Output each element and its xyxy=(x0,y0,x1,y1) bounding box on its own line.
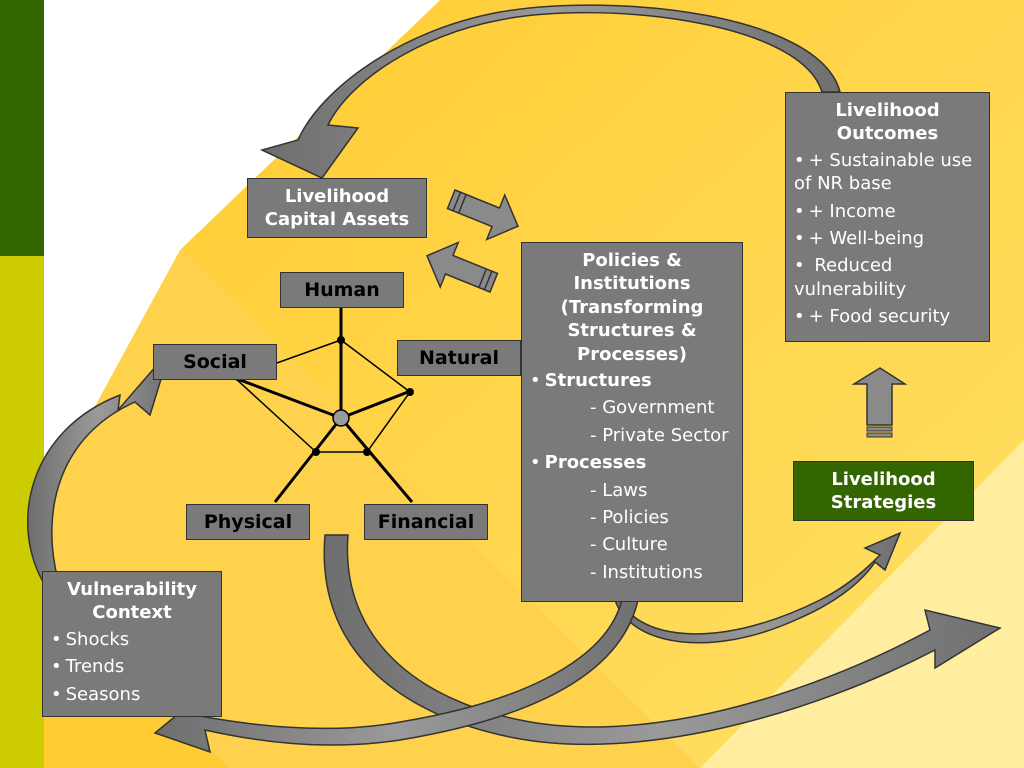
policies-box: Policies & Institutions (Transforming St… xyxy=(521,242,743,602)
financial-label: Financial xyxy=(364,504,488,540)
pentagon-center xyxy=(332,409,350,427)
outcome-item: • Reduced vulnerability xyxy=(794,255,907,300)
process-item: - Culture xyxy=(590,534,668,556)
natural-label: Natural xyxy=(397,340,521,376)
strategies-box: Livelihood Strategies xyxy=(793,461,974,521)
capital-assets-title: Livelihood Capital Assets xyxy=(264,186,410,231)
curved-arrow-top xyxy=(259,4,841,179)
diamond-left xyxy=(44,0,440,250)
vulnerability-list: •Shocks •Trends •Seasons xyxy=(51,628,213,706)
process-item: - Laws xyxy=(590,479,648,501)
vulnerability-title: Vulnerability Context xyxy=(66,579,198,624)
structure-item: - Private Sector xyxy=(590,424,729,446)
curved-arrow-policies xyxy=(613,531,902,644)
process-item: - Institutions xyxy=(590,561,703,583)
outcomes-list: •+ Sustainable use of NR base •+ Income … xyxy=(794,149,981,329)
policies-list: •Structures - Government - Private Secto… xyxy=(530,369,734,584)
diamond-lower-right xyxy=(700,440,1024,768)
structures-heading: •Structures xyxy=(530,369,652,391)
up-arrow-icon xyxy=(851,367,908,438)
left-arrow-icon xyxy=(426,241,499,293)
process-item: - Policies xyxy=(590,506,669,528)
outcomes-box: Livelihood Outcomes •+ Sustainable use o… xyxy=(785,92,990,342)
outcome-item: •+ Sustainable use of NR base xyxy=(794,149,973,195)
outcome-item: •+ Income xyxy=(794,200,896,222)
outcome-item: •+ Well-being xyxy=(794,227,925,249)
social-label: Social xyxy=(153,344,277,380)
strategies-title: Livelihood Strategies xyxy=(830,469,937,514)
structure-item: - Government xyxy=(590,397,715,419)
vulnerability-item: •Shocks xyxy=(51,628,130,650)
outcomes-title: Livelihood Outcomes xyxy=(835,100,940,145)
side-band-dark xyxy=(0,0,44,256)
physical-label: Physical xyxy=(186,504,310,540)
curved-arrow-to-vulnerability xyxy=(153,599,639,754)
human-label: Human xyxy=(280,272,404,308)
asset-pentagon xyxy=(234,308,414,503)
capital-assets-box: Livelihood Capital Assets xyxy=(247,178,427,238)
processes-heading: •Processes xyxy=(530,452,647,474)
vulnerability-box: Vulnerability Context •Shocks •Trends •S… xyxy=(42,571,222,717)
outcome-item: •+ Food security xyxy=(794,306,951,328)
vulnerability-item: •Trends xyxy=(51,656,125,678)
policies-title: Policies & Institutions (Transforming St… xyxy=(560,250,704,365)
vulnerability-item: •Seasons xyxy=(51,683,141,705)
right-arrow-icon xyxy=(446,189,519,241)
